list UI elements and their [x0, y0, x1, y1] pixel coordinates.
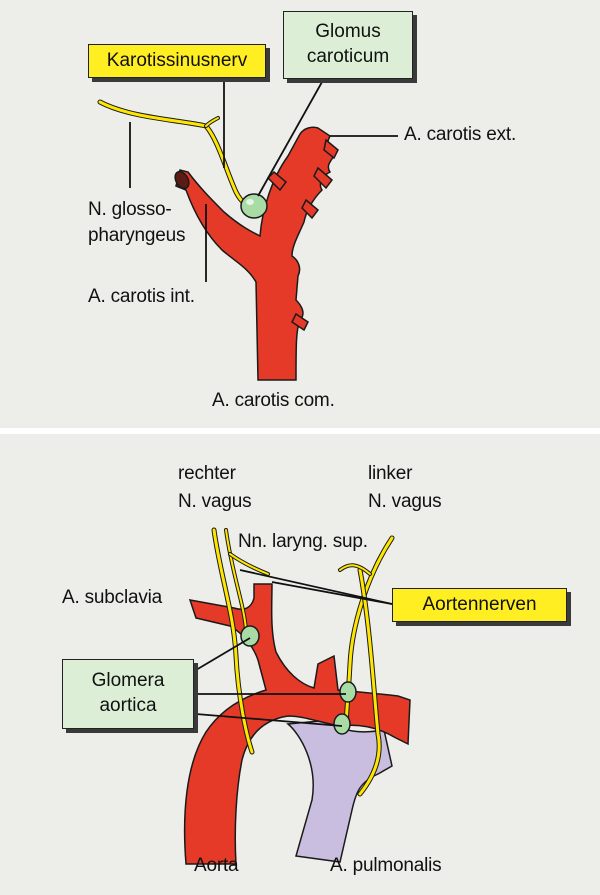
linker-vagus-label-line1: linker — [368, 463, 413, 484]
glomus-caroticum-body — [240, 193, 268, 219]
carotid-illustration — [97, 78, 398, 381]
rechter-vagus-label-line1: rechter — [178, 463, 236, 484]
glomus-caroticum-label: Glomus caroticum — [283, 11, 413, 79]
carotid-artery — [175, 126, 336, 381]
aortic-illustration — [183, 527, 411, 865]
top-leader-lines — [129, 78, 398, 282]
carotis-ext-branches — [266, 138, 339, 332]
karotissinusnerv-label: Karotissinusnerv — [88, 44, 266, 78]
subclavia-label: A. subclavia — [62, 587, 163, 608]
laryng-sup-label: Nn. laryng. sup. — [238, 531, 368, 552]
pulmonary-artery — [286, 719, 393, 863]
linker-vagus-label-line2: N. vagus — [368, 491, 442, 512]
carotis-com-label: A. carotis com. — [212, 390, 335, 411]
carotid-panel: Karotissinusnerv Glomus caroticum A. car… — [0, 0, 600, 428]
aortennerven-label: Aortennerven — [392, 588, 567, 622]
aortic-panel: rechter N. vagus linker N. vagus Nn. lar… — [0, 434, 600, 895]
rechter-vagus-label-line2: N. vagus — [178, 491, 252, 512]
bottom-leader-lines — [195, 569, 393, 727]
glossopharyngeus-label-line2: pharyngeus — [88, 225, 186, 246]
aorta-label: Aorta — [194, 855, 239, 876]
carotis-int-label: A. carotis int. — [88, 286, 195, 307]
glossopharyngeus-label-line1: N. glosso- — [88, 199, 172, 220]
vagus-nerves — [211, 527, 395, 797]
carotis-ext-label: A. carotis ext. — [404, 124, 517, 145]
panel-separator — [0, 428, 600, 434]
glossopharyngeal-nerve — [97, 99, 257, 209]
pulmonalis-label: A. pulmonalis — [330, 855, 442, 876]
carotis-int-lumen — [174, 170, 190, 190]
glomera-aortica-label: Glomera aortica — [62, 659, 194, 729]
